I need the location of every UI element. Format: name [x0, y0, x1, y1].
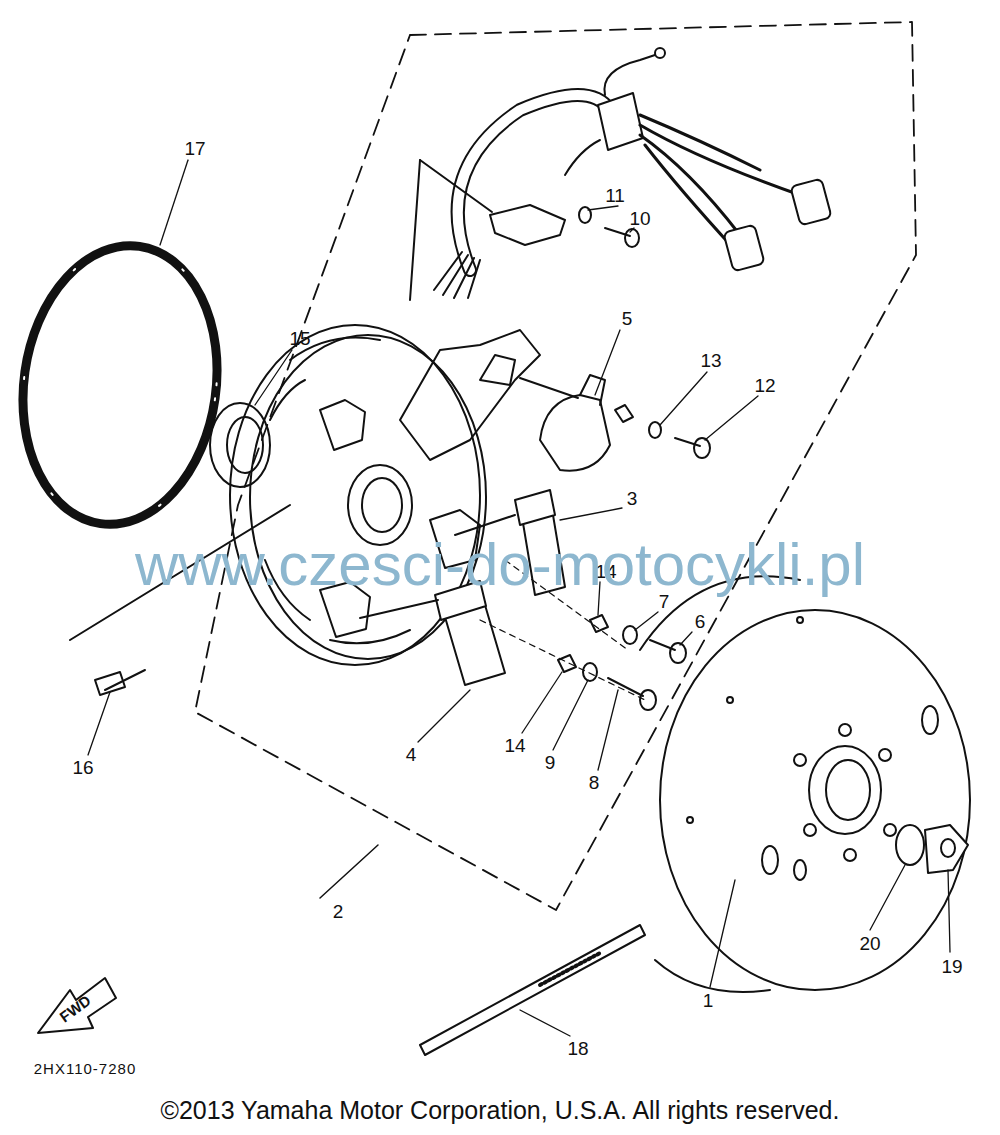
callout-number: 19 — [941, 957, 962, 976]
callout-number: 10 — [629, 209, 650, 228]
callout-number: 5 — [622, 309, 633, 328]
callout-number: 13 — [700, 351, 721, 370]
callout-number: 14 — [504, 736, 525, 755]
part-code: 2HX110-7280 — [34, 1061, 136, 1076]
callout-number: 20 — [859, 934, 880, 953]
callout-number: 1 — [703, 991, 714, 1010]
callout-number: 2 — [333, 902, 344, 921]
watermark: www.czesci-do-motocykli.pl — [135, 535, 865, 595]
callout-number: 12 — [754, 376, 775, 395]
callout-number: 11 — [605, 186, 625, 205]
callout-number: 9 — [545, 753, 556, 772]
callout-number: 8 — [589, 773, 600, 792]
callout-number: 16 — [72, 758, 93, 777]
callout-number: 15 — [289, 329, 310, 348]
caption: ©2013 Yamaha Motor Corporation, U.S.A. A… — [161, 1098, 840, 1123]
callout-number: 6 — [695, 612, 706, 631]
callout-number: 18 — [567, 1039, 588, 1058]
callout-number: 17 — [184, 139, 205, 158]
callout-number: 3 — [627, 489, 638, 508]
callout-number: 4 — [406, 745, 417, 764]
